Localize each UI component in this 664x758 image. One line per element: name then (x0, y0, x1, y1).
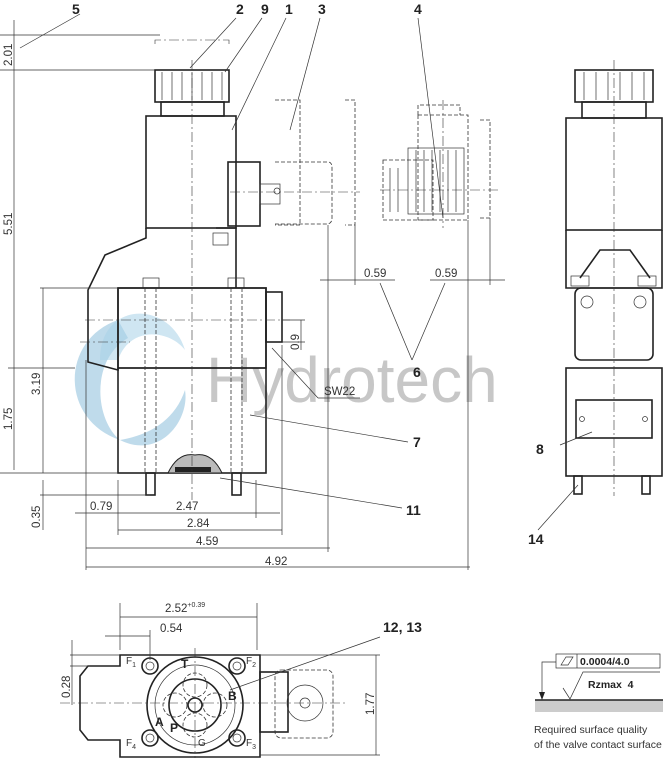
dim-0-59-left: 0.59 (364, 268, 386, 280)
roughness-value: Rzmax 4 (588, 679, 634, 691)
dim-0-79: 0.79 (90, 501, 112, 513)
dim-2-47: 2.47 (176, 501, 198, 513)
dim-sw22: SW22 (324, 386, 355, 398)
dim-4-59: 4.59 (196, 536, 218, 548)
surface-caption-1: Required surface quality (534, 724, 648, 736)
port-G: G (198, 738, 206, 749)
dim-2-01: 2.01 (3, 44, 15, 66)
watermark-logo: Hydrotech (74, 313, 498, 446)
dim-0-28: 0.28 (61, 676, 73, 698)
watermark-text: Hydrotech (206, 344, 498, 416)
callout-8: 8 (536, 441, 544, 457)
dim-4-92: 4.92 (265, 556, 287, 568)
dim-0-35: 0.35 (31, 506, 43, 528)
callout-14: 14 (528, 531, 544, 547)
port-P: P (170, 721, 178, 735)
flatness-icon (560, 656, 574, 666)
dim-1-75: 1.75 (3, 408, 15, 430)
dim-0-54: 0.54 (160, 623, 183, 635)
callout-1: 1 (285, 1, 293, 17)
surface-quality-note: 0.0004/4.0 Rzmax 4 Required surface qual… (534, 653, 663, 751)
port-A: A (155, 715, 164, 729)
flange-F4: F4 (126, 738, 136, 751)
side-view-main (80, 39, 360, 500)
flange-F2: F2 (246, 656, 256, 669)
callout-6: 6 (413, 364, 421, 380)
flatness-value: 0.0004/4.0 (580, 656, 630, 668)
end-view (565, 60, 663, 496)
dim-5-51: 5.51 (3, 213, 15, 235)
callout-12-13: 12, 13 (383, 619, 422, 635)
bottom-view: T B A P G F1 F2 F3 F4 (60, 648, 345, 758)
port-T: T (181, 657, 189, 671)
flange-F1: F1 (126, 656, 136, 669)
callout-11: 11 (406, 502, 421, 518)
dim-2-84: 2.84 (187, 518, 210, 530)
callout-9: 9 (261, 1, 269, 17)
connector-view (380, 100, 500, 228)
callout-3: 3 (318, 1, 326, 17)
dim-3-19: 3.19 (31, 373, 43, 395)
roughness-symbol (562, 671, 660, 700)
callout-7: 7 (413, 434, 421, 450)
port-B: B (228, 689, 237, 703)
dim-0-59-right: 0.59 (435, 268, 457, 280)
dimension-lines (0, 13, 593, 756)
dim-1-77: 1.77 (365, 693, 377, 715)
flange-F3: F3 (246, 738, 256, 751)
surface-caption-2: of the valve contact surface (534, 739, 662, 751)
callout-5: 5 (72, 1, 80, 17)
dimension-labels: 2.01 5.51 3.19 1.75 0.35 0.9 SW22 0.79 2… (3, 44, 457, 715)
dim-2-52: 2.52+0.39 (165, 602, 205, 615)
callout-4: 4 (414, 1, 422, 17)
dim-0-9: 0.9 (290, 334, 302, 350)
callout-2: 2 (236, 1, 244, 17)
callout-labels: 5 2 9 1 3 4 6 7 11 8 14 12, 13 (72, 1, 544, 635)
